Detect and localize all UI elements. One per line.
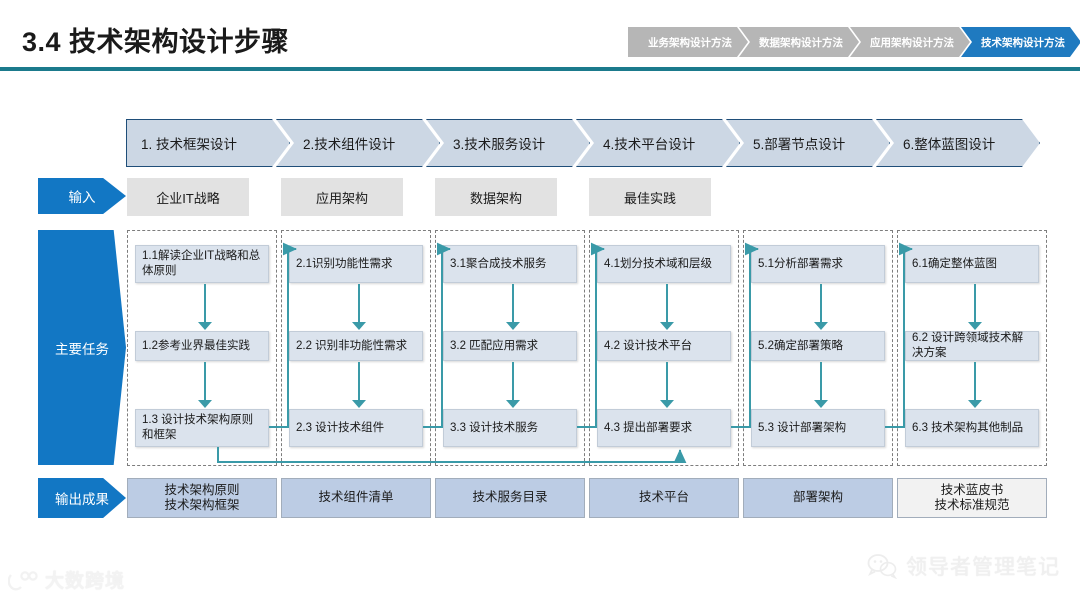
breadcrumb-item-4[interactable]: 技术架构设计方法	[961, 27, 1080, 57]
process-step-label: 3.技术服务设计	[453, 137, 546, 152]
input-box-1: 企业IT战略	[127, 178, 249, 216]
band-label-main-tasks: 主要任务	[38, 230, 126, 465]
breadcrumb-item-2[interactable]: 数据架构设计方法	[739, 27, 859, 57]
task-box[interactable]: 6.3 技术架构其他制品	[905, 409, 1039, 447]
input-row: 企业IT战略应用架构数据架构最佳实践	[127, 178, 743, 216]
band-label-output: 输出成果	[38, 478, 126, 518]
task-flow-arrow-line	[512, 362, 514, 401]
output-box-6: 技术蓝皮书技术标准规范	[897, 478, 1047, 518]
task-box[interactable]: 4.1划分技术域和层级	[597, 245, 731, 283]
task-box[interactable]: 2.2 识别非功能性需求	[289, 331, 423, 361]
brand-logo-icon	[8, 570, 38, 590]
watermark-left: 大数跨境	[8, 566, 125, 593]
task-box[interactable]: 4.2 设计技术平台	[597, 331, 731, 361]
task-flow-arrow-line	[974, 362, 976, 401]
process-step-label: 2.技术组件设计	[303, 137, 396, 152]
task-column-2: 2.1识别功能性需求 2.2 识别非功能性需求 2.3 设计技术组件	[281, 230, 431, 466]
title-divider	[0, 67, 1080, 71]
task-flow-arrow-line	[204, 362, 206, 401]
task-flow-arrow-line	[666, 362, 668, 401]
task-flow-arrow-head-icon	[198, 322, 212, 330]
task-flow-arrow-head-icon	[814, 400, 828, 408]
breadcrumb: 业务架构设计方法数据架构设计方法应用架构设计方法技术架构设计方法	[628, 27, 1072, 57]
output-box-line: 技术架构原则	[164, 482, 240, 497]
task-column-4: 4.1划分技术域和层级 4.2 设计技术平台 4.3 提出部署要求	[589, 230, 739, 466]
task-box[interactable]: 3.2 匹配应用需求	[443, 331, 577, 361]
process-step-label: 1. 技术框架设计	[141, 137, 238, 152]
watermark-right: 领导者管理笔记	[867, 551, 1060, 581]
task-flow-arrow-head-icon	[968, 400, 982, 408]
process-step-label: 6.整体蓝图设计	[903, 137, 996, 152]
task-flow-arrow-head-icon	[660, 400, 674, 408]
bottom-divider	[0, 603, 1080, 607]
breadcrumb-item-1[interactable]: 业务架构设计方法	[628, 27, 748, 57]
output-row: 技术架构原则技术架构框架 技术组件清单 技术服务目录 技术平台 部署架构 技术蓝皮书技术标…	[127, 478, 1047, 518]
output-box-line: 技术服务目录	[472, 490, 548, 505]
task-column-3: 3.1聚合成技术服务 3.2 匹配应用需求 3.3 设计技术服务	[435, 230, 585, 466]
task-flow-arrow-line	[820, 362, 822, 401]
process-step-2[interactable]: 2.技术组件设计	[276, 119, 440, 167]
task-columns: 1.1解读企业IT战略和总体原则 1.2参考业界最佳实践 1.3 设计技术架构原则和…	[127, 230, 1047, 466]
task-box[interactable]: 6.1确定整体蓝图	[905, 245, 1039, 283]
task-column-1: 1.1解读企业IT战略和总体原则 1.2参考业界最佳实践 1.3 设计技术架构原则和…	[127, 230, 277, 466]
task-box[interactable]: 1.3 设计技术架构原则和框架	[135, 409, 269, 447]
process-step-3[interactable]: 3.技术服务设计	[426, 119, 590, 167]
task-flow-arrow-head-icon	[352, 400, 366, 408]
output-box-line: 技术蓝皮书	[940, 482, 1004, 497]
task-flow-arrow-line	[820, 284, 822, 323]
task-flow-arrow-head-icon	[506, 322, 520, 330]
breadcrumb-item-3[interactable]: 应用架构设计方法	[850, 27, 970, 57]
process-step-4[interactable]: 4.技术平台设计	[576, 119, 740, 167]
output-box-line: 技术标准规范	[934, 498, 1010, 512]
input-box-4: 最佳实践	[589, 178, 711, 216]
task-flow-arrow-line	[666, 284, 668, 323]
output-box-line: 技术平台	[638, 490, 689, 505]
task-flow-arrow-line	[512, 284, 514, 323]
task-box[interactable]: 1.2参考业界最佳实践	[135, 331, 269, 361]
task-box[interactable]: 2.1识别功能性需求	[289, 245, 423, 283]
task-column-5: 5.1分析部署需求 5.2确定部署策略 5.3 设计部署架构	[743, 230, 893, 466]
band-label-input: 输入	[38, 178, 126, 214]
task-flow-arrow-head-icon	[814, 322, 828, 330]
wechat-icon	[867, 554, 897, 579]
input-box-2: 应用架构	[281, 178, 403, 216]
task-flow-arrow-line	[358, 284, 360, 323]
task-flow-arrow-head-icon	[506, 400, 520, 408]
page-title: 3.4 技术架构设计步骤	[22, 27, 290, 57]
input-box-3: 数据架构	[435, 178, 557, 216]
output-box-2: 技术组件清单	[281, 478, 431, 518]
task-flow-arrow-head-icon	[198, 400, 212, 408]
task-flow-arrow-head-icon	[968, 322, 982, 330]
process-step-label: 4.技术平台设计	[603, 137, 696, 152]
task-box[interactable]: 1.1解读企业IT战略和总体原则	[135, 245, 269, 283]
task-column-6: 6.1确定整体蓝图 6.2 设计跨领域技术解决方案 6.3 技术架构其他制品	[897, 230, 1047, 466]
task-box[interactable]: 5.3 设计部署架构	[751, 409, 885, 447]
output-box-line: 部署架构	[792, 490, 843, 505]
process-step-6[interactable]: 6.整体蓝图设计	[876, 119, 1040, 167]
watermark-right-text: 领导者管理笔记	[906, 556, 1060, 579]
process-step-1[interactable]: 1. 技术框架设计	[126, 119, 290, 167]
task-flow-arrow-head-icon	[660, 322, 674, 330]
task-flow-arrow-head-icon	[352, 322, 366, 330]
output-box-4: 技术平台	[589, 478, 739, 518]
process-step-5[interactable]: 5.部署节点设计	[726, 119, 890, 167]
watermark-left-text: 大数跨境	[45, 571, 126, 592]
task-box[interactable]: 4.3 提出部署要求	[597, 409, 731, 447]
task-box[interactable]: 5.1分析部署需求	[751, 245, 885, 283]
output-box-1: 技术架构原则技术架构框架	[127, 478, 277, 518]
task-box[interactable]: 5.2确定部署策略	[751, 331, 885, 361]
task-box[interactable]: 2.3 设计技术组件	[289, 409, 423, 447]
process-step-row: 1. 技术框架设计 2.技术组件设计 3.技术服务设计 4.技术平台设计 5.部署节点设…	[126, 119, 1026, 167]
output-box-3: 技术服务目录	[435, 478, 585, 518]
output-box-line: 技术架构框架	[164, 498, 240, 512]
task-box[interactable]: 6.2 设计跨领域技术解决方案	[905, 331, 1039, 361]
task-flow-arrow-line	[974, 284, 976, 323]
task-flow-arrow-line	[358, 362, 360, 401]
task-flow-arrow-line	[204, 284, 206, 323]
output-box-5: 部署架构	[743, 478, 893, 518]
process-step-label: 5.部署节点设计	[753, 137, 846, 152]
task-box[interactable]: 3.3 设计技术服务	[443, 409, 577, 447]
task-box[interactable]: 3.1聚合成技术服务	[443, 245, 577, 283]
output-box-line: 技术组件清单	[318, 490, 394, 505]
